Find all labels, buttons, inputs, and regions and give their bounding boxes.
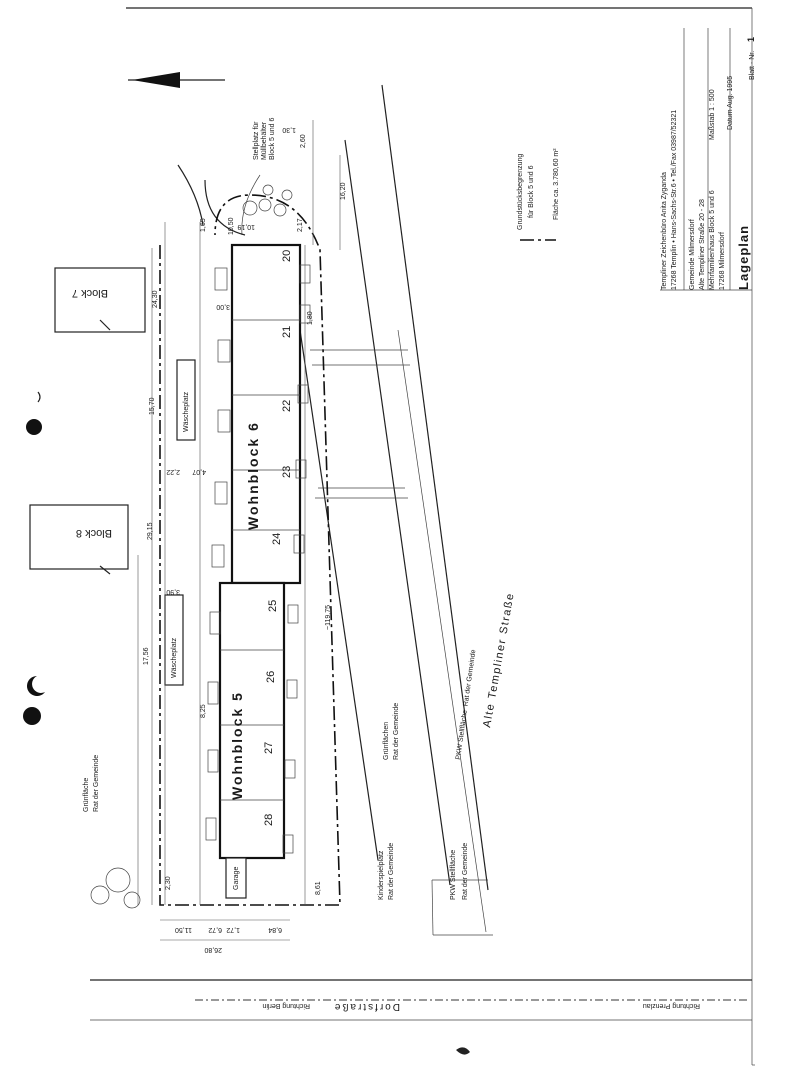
punch-hole-icon	[26, 419, 42, 435]
svg-text:2,60: 2,60	[300, 134, 307, 148]
unit-number: 25	[267, 600, 279, 612]
unit-number: 22	[281, 400, 293, 412]
legend: Grundstücksbegrenzung für Block 5 und 6 …	[517, 148, 560, 230]
svg-text:Stellplatz für: Stellplatz für	[253, 121, 260, 160]
unit-number: 28	[263, 814, 275, 826]
block-7-label: Block 7	[72, 287, 108, 299]
svg-text:2,30: 2,30	[165, 876, 172, 890]
block-8-label: Block 8	[76, 527, 112, 539]
svg-text:11,50: 11,50	[175, 926, 192, 933]
svg-text:8,25: 8,25	[200, 704, 207, 718]
gruenflaechen-label: Grünflächen Rat der Gemeinde	[383, 703, 400, 760]
svg-text:2,17: 2,17	[297, 218, 304, 232]
legend-area: Fläche ca. 3.780,60 m²	[553, 148, 560, 220]
svg-text:10,19: 10,19	[237, 223, 255, 230]
svg-text:3,00: 3,00	[216, 303, 230, 310]
dimension-labels: 26,80 11,50 6,72 1,72 6,84 2,30 17,56 8,…	[143, 126, 347, 953]
svg-text:Rat der Gemeinde: Rat der Gemeinde	[93, 755, 100, 812]
dorfstrasse-label: Dorfstraße	[333, 1001, 400, 1012]
legend-boundary-label-2: für Block 5 und 6	[528, 165, 535, 218]
unit-number: 20	[281, 250, 293, 262]
unit-number: 23	[281, 466, 293, 478]
punch-hole-icon	[23, 707, 41, 725]
project-line-2: Alte Templiner Straße 20 - 28	[699, 199, 706, 290]
ink-mark-icon	[456, 1047, 470, 1055]
lot-boundary-line	[159, 194, 341, 906]
svg-text:1,30: 1,30	[282, 126, 296, 133]
svg-text:PKW Stellfläche: PKW Stellfläche	[450, 850, 457, 900]
wohnblock-5-label: Wohnblock 5	[229, 691, 245, 800]
svg-text:17,56: 17,56	[143, 647, 150, 665]
unit-number: 21	[281, 326, 293, 338]
muellplatz-label: Stellplatz für Müllbehälter Block 5 und …	[253, 117, 276, 160]
tree-symbols	[90, 184, 293, 909]
svg-text:26,80: 26,80	[204, 946, 222, 953]
svg-text:4,07: 4,07	[192, 468, 206, 475]
plan-title: Lageplan	[736, 225, 751, 290]
svg-text:Rat der Gemeinde: Rat der Gemeinde	[463, 649, 478, 707]
richtung-prenzlau-label: Richtung Prenzlau	[643, 1002, 700, 1009]
pkw-stellflaeche-label: PKW Stellfläche Rat der Gemeinde	[450, 843, 469, 900]
wohnblock-6-outline	[230, 243, 302, 585]
svg-text:Grünflächen: Grünflächen	[383, 722, 390, 760]
project-line-4: 17268 Milmersdorf	[719, 232, 726, 290]
garage-label: Garage	[233, 867, 240, 890]
sheet-number: 1	[746, 37, 756, 42]
office-line-2: 17268 Templin • Hans-Sachs-Str.6 • Tel./…	[671, 110, 678, 290]
svg-text:Müllbehälter: Müllbehälter	[261, 121, 268, 160]
svg-text:Rat der Gemeinde: Rat der Gemeinde	[388, 843, 395, 900]
date-label: Datum Aug. 1995	[727, 76, 734, 130]
north-arrow-icon	[128, 72, 225, 88]
garage-outline	[225, 857, 247, 899]
unit-number: 26	[265, 671, 277, 683]
svg-text:16,20: 16,20	[340, 182, 347, 200]
svg-text:Rat der Gemeinde: Rat der Gemeinde	[393, 703, 400, 760]
waescheplatz-upper	[176, 359, 196, 441]
svg-text:29,15: 29,15	[147, 522, 154, 540]
punch-hole-icon	[27, 676, 45, 696]
svg-text:~119,75: ~119,75	[325, 605, 332, 630]
unit-number: 27	[263, 742, 275, 754]
unit-dividers	[220, 319, 300, 801]
project-line-3: Mehrfamilienhaus Block 5 und 6	[709, 190, 716, 290]
svg-text:1,65: 1,65	[200, 218, 207, 232]
svg-text:24,30: 24,30	[152, 290, 159, 308]
block-8-outline	[29, 504, 129, 570]
svg-text:2,22: 2,22	[166, 468, 180, 475]
road-edge-line	[381, 84, 489, 891]
sheet-label: Blatt - Nr.	[749, 51, 756, 80]
svg-text:6,72: 6,72	[208, 926, 222, 933]
waescheplatz-label: Wäscheplatz	[183, 391, 190, 432]
waescheplatz-label: Wäscheplatz	[171, 637, 178, 678]
svg-text:3,90: 3,90	[166, 588, 180, 595]
richtung-berlin-label: Richtung Berlin	[262, 1002, 310, 1009]
street-label: Alte Templiner Straße	[481, 591, 517, 728]
kinderspielplatz-label: Kinderspielplatz Rat der Gemeinde	[378, 843, 395, 900]
gruenflaeche-label: Grünfläche Rat der Gemeinde	[83, 755, 100, 812]
wohnblock-6-label: Wohnblock 6	[245, 421, 261, 530]
road-edge-line	[344, 139, 451, 886]
svg-text:1,72: 1,72	[226, 926, 240, 933]
svg-text:10,50: 10,50	[228, 217, 235, 235]
svg-text:Kinderspielplatz: Kinderspielplatz	[378, 850, 385, 900]
svg-text:6,84: 6,84	[268, 926, 282, 933]
office-line-1: Templiner Zeichenbüro Anita Zyganda	[661, 172, 668, 290]
title-block: Templiner Zeichenbüro Anita Zyganda 1726…	[661, 37, 756, 290]
project-line-1: Gemeinde Milmersdorf	[689, 219, 696, 290]
legend-boundary-label-1: Grundstücksbegrenzung	[517, 154, 524, 230]
svg-text:15,70: 15,70	[149, 397, 156, 415]
svg-text:8,61: 8,61	[315, 881, 322, 895]
scale-label: Maßstab 1 : 500	[709, 89, 716, 140]
unit-number: 24	[271, 533, 283, 545]
block-7-outline	[54, 267, 146, 333]
svg-text:1,80: 1,80	[307, 311, 314, 325]
unit-numbers: 20 21 22 23 24 25 26 27 28	[263, 250, 293, 826]
dimension-lines	[160, 120, 341, 941]
wohnblock-5-outline	[218, 581, 286, 860]
svg-text:Grünfläche: Grünfläche	[83, 778, 90, 812]
svg-text:Block 5 und 6: Block 5 und 6	[269, 117, 276, 160]
svg-text:Rat der Gemeinde: Rat der Gemeinde	[462, 843, 469, 900]
